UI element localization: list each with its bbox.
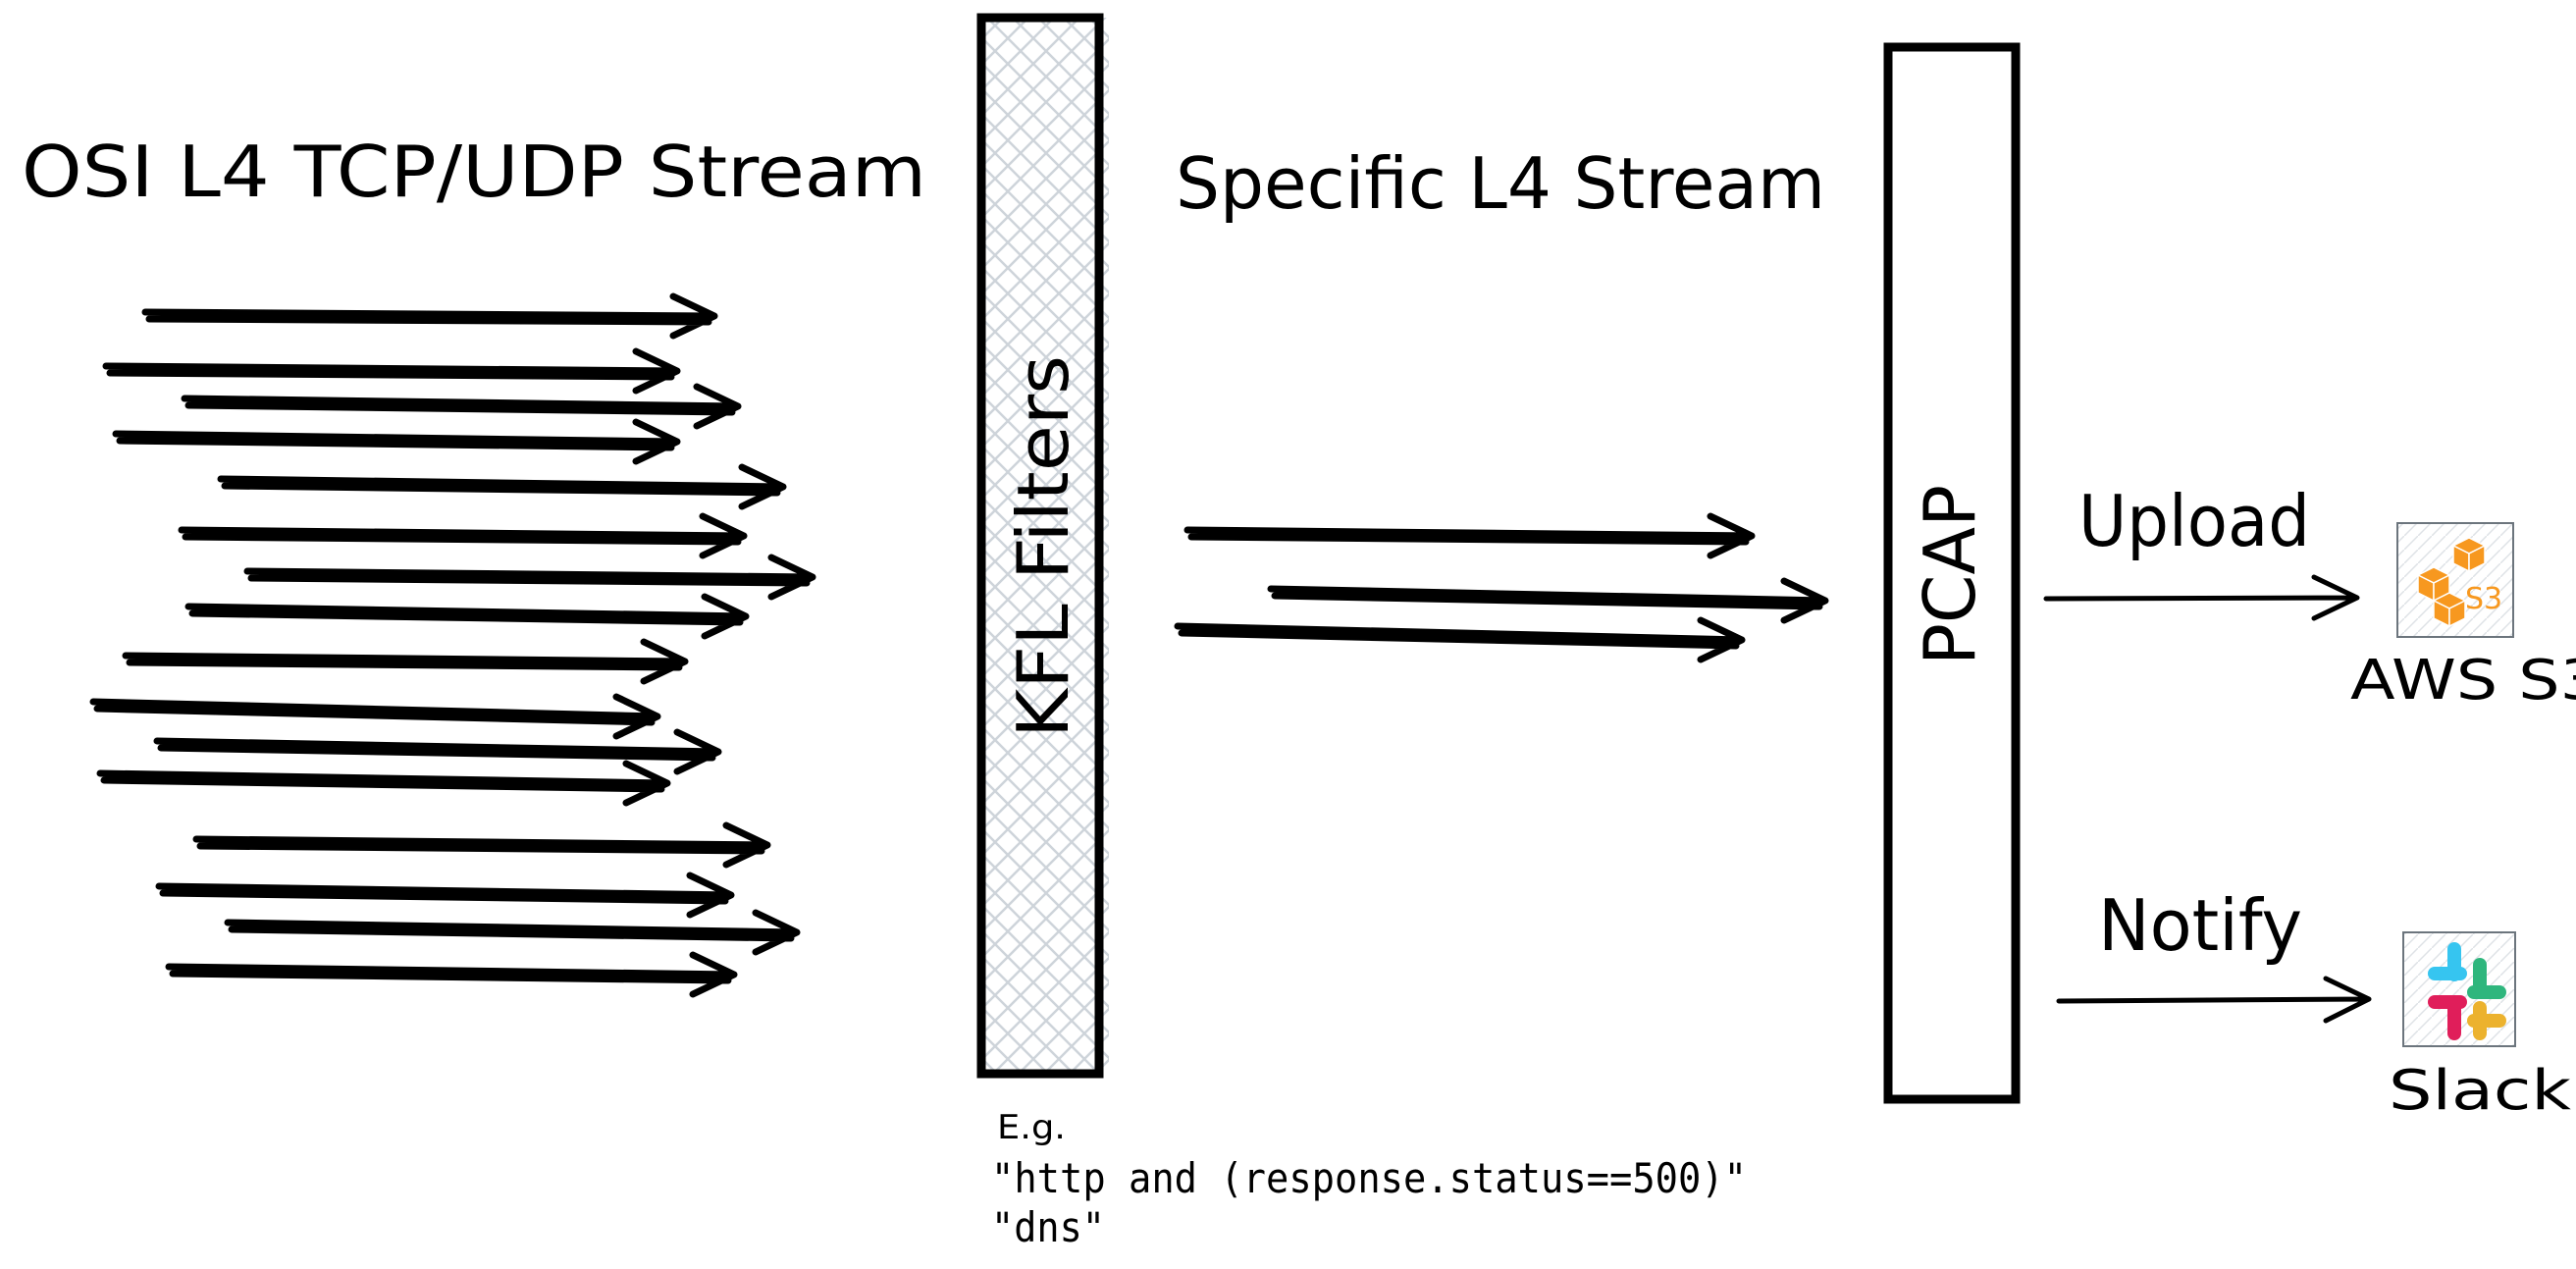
example-line-1: "http and (response.status==500)": [991, 1154, 1747, 1202]
filtered-stream-arrows: [1174, 512, 1829, 663]
upload-connector: Upload: [2043, 480, 2360, 621]
filtered-stream-arrow: [1267, 577, 1829, 624]
input-stream-arrow: [184, 593, 750, 640]
upload-arrow: [2043, 574, 2360, 621]
aws-s3-caption: AWS S3: [2350, 649, 2576, 713]
input-stream-arrow: [165, 951, 738, 998]
input-stream-arrow: [89, 693, 661, 740]
input-stream-arrow: [192, 821, 771, 869]
notify-connector: Notify: [2056, 884, 2372, 1024]
notify-arrow: [2056, 976, 2372, 1024]
input-stream-arrow: [181, 383, 742, 430]
kfl-filters-hatch-fill: [981, 18, 1109, 1076]
kfl-filters-border: [976, 13, 1104, 1079]
input-stream-arrow: [96, 760, 671, 807]
s3-icon-badge: S3: [2465, 582, 2502, 616]
input-stream-arrow: [102, 347, 681, 395]
pcap-box: PCAP: [1883, 42, 2021, 1104]
filtered-stream-arrow: [1183, 512, 1756, 559]
input-stream-arrow: [153, 728, 722, 775]
notify-label: Notify: [2098, 884, 2302, 967]
filtered-stream-arrow: [1174, 616, 1746, 663]
example-line-2: "dns": [991, 1203, 1105, 1251]
upload-label: Upload: [2078, 480, 2310, 562]
input-stream-arrow: [243, 554, 816, 601]
pcap-label: PCAP: [1909, 485, 1991, 665]
kfl-filters-label: KFL Filters: [1002, 355, 1084, 738]
input-stream-arrows: [89, 292, 816, 998]
input-stream-arrow: [112, 418, 681, 465]
input-stream-arrow: [155, 872, 735, 919]
slack-caption: Slack: [2389, 1059, 2572, 1123]
pcap-border: [1883, 42, 2021, 1104]
aws-s3-bucket-icon: S3: [2396, 522, 2514, 638]
input-stream-arrow: [217, 463, 787, 510]
example-heading: E.g.: [997, 1108, 1066, 1147]
slack-logo-icon: [2402, 931, 2516, 1047]
kfl-filters-box: KFL Filters: [976, 13, 1109, 1079]
filtered-stream-title: Specific L4 Stream: [1176, 142, 1825, 225]
input-stream-arrow: [224, 909, 801, 956]
input-stream-arrow: [178, 512, 748, 559]
input-stream-arrow: [141, 292, 718, 340]
input-stream-arrow: [122, 638, 689, 685]
input-stream-title: OSI L4 TCP/UDP Stream: [22, 131, 926, 213]
